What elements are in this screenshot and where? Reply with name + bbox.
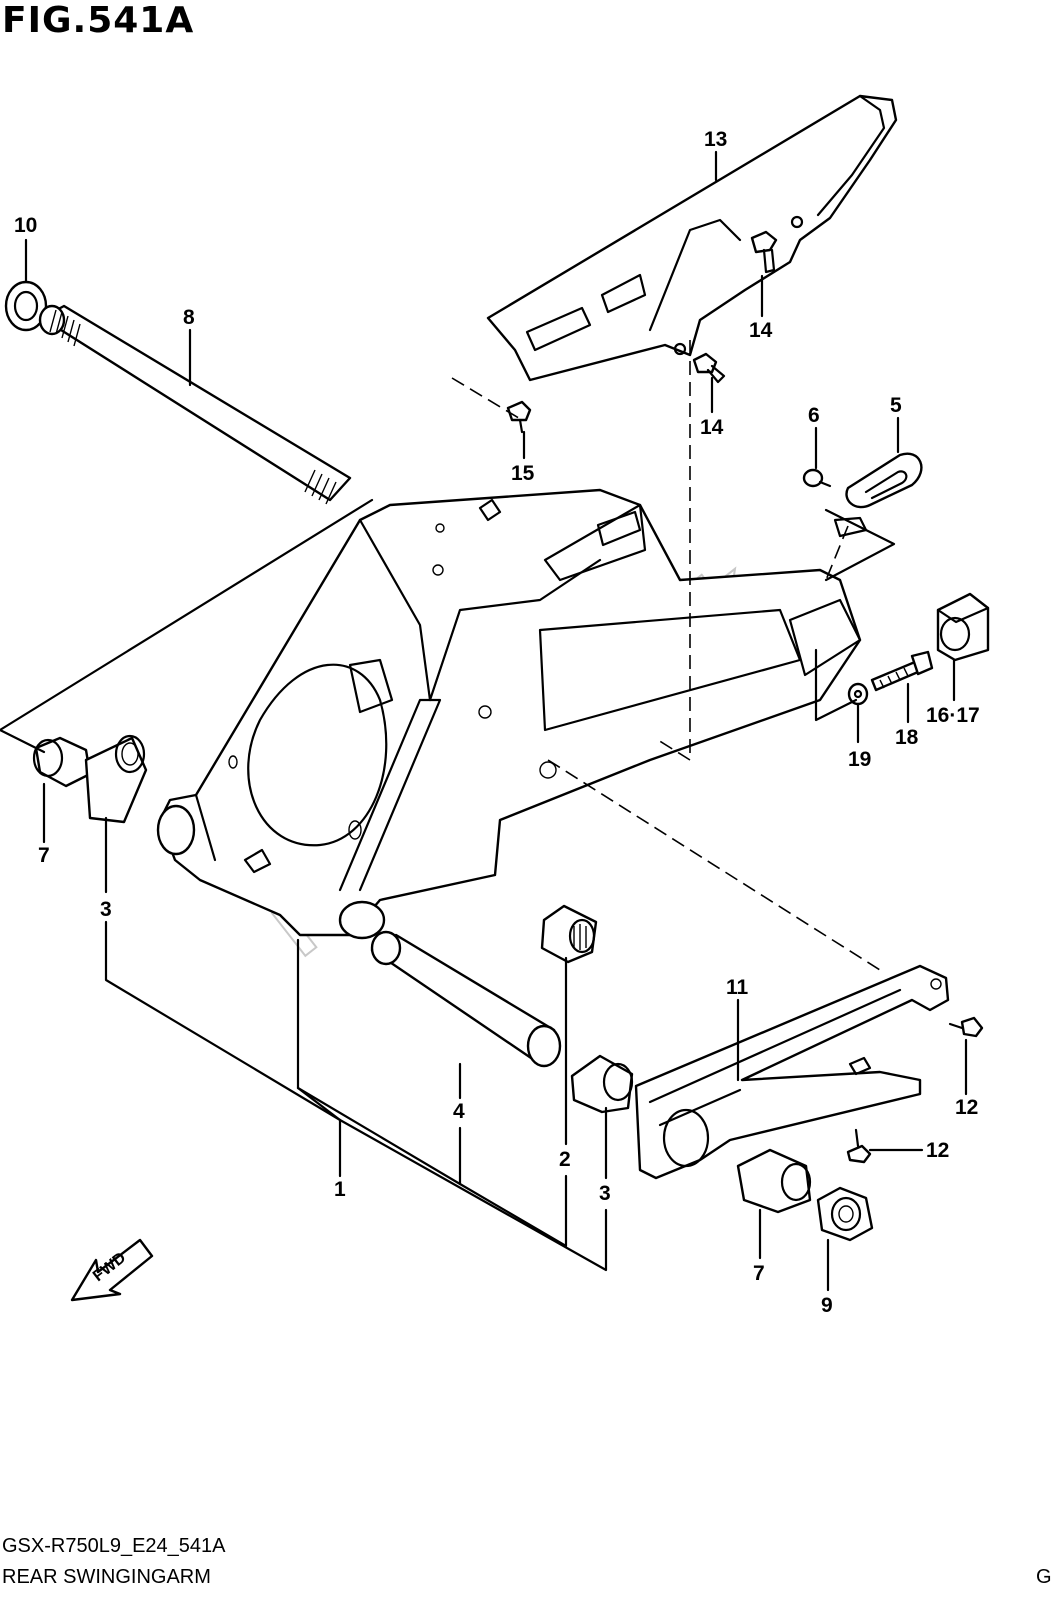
bolt-14-lower[interactable] <box>692 352 726 384</box>
model-code: GSX-R750L9_E24_541A <box>2 1535 226 1557</box>
callout-3-right: 3 <box>599 1182 611 1205</box>
callout-11: 11 <box>726 976 749 999</box>
callout-2: 2 <box>559 1148 571 1171</box>
bolt-12-upper[interactable] <box>948 1016 984 1038</box>
chain-buffer-11[interactable] <box>634 964 950 1180</box>
adjuster-block-16-17[interactable] <box>936 592 990 662</box>
callout-7-right: 7 <box>753 1262 765 1285</box>
spacer-4[interactable] <box>370 930 562 1068</box>
swingarm-body-part-1[interactable] <box>156 488 862 940</box>
collar-7-right[interactable] <box>736 1148 812 1214</box>
figure-name: REAR SWINGINGARM <box>2 1566 211 1588</box>
bearing-3-left[interactable] <box>84 734 148 824</box>
plate-5[interactable] <box>833 452 923 538</box>
forward-direction-arrow: FWD <box>70 1238 154 1302</box>
callout-12-lower: 12 <box>926 1139 949 1162</box>
nut-19[interactable] <box>847 682 869 706</box>
callout-14-lower: 14 <box>700 416 724 439</box>
dashed-alignment-lines <box>451 340 881 971</box>
clip-15[interactable] <box>506 400 532 434</box>
callout-4: 4 <box>453 1100 465 1123</box>
pivot-shaft-8[interactable] <box>38 304 352 505</box>
callout-12-upper: 12 <box>955 1096 978 1119</box>
callout-15: 15 <box>511 462 535 485</box>
callout-8: 8 <box>183 306 195 329</box>
callout-6: 6 <box>808 404 820 427</box>
callout-16-17: 16·17 <box>926 704 980 727</box>
collar-7-left[interactable] <box>32 736 92 788</box>
callout-7-left: 7 <box>38 844 50 867</box>
callout-1: 1 <box>334 1178 346 1201</box>
callout-13: 13 <box>704 128 727 151</box>
corner-mark: G <box>1036 1566 1052 1588</box>
nut-9[interactable] <box>816 1186 874 1242</box>
adjuster-bolt-18[interactable] <box>870 650 934 692</box>
callout-9: 9 <box>821 1294 833 1317</box>
callout-19: 19 <box>848 748 871 771</box>
callout-3-left: 3 <box>100 898 112 921</box>
callout-5: 5 <box>890 394 902 417</box>
leader-lines <box>0 150 968 1292</box>
bolt-14-upper[interactable] <box>750 230 778 274</box>
bolt-6[interactable] <box>802 468 832 488</box>
callout-labels: 13 10 8 14 14 15 6 5 16·17 18 19 7 3 11 … <box>14 128 980 1317</box>
callout-10: 10 <box>14 214 37 237</box>
chain-case-part[interactable] <box>486 94 898 382</box>
bearing-3-right[interactable] <box>570 1054 634 1114</box>
callout-14-upper: 14 <box>749 319 773 342</box>
needle-bearing-2[interactable] <box>540 904 598 964</box>
bolt-12-lower[interactable] <box>846 1128 872 1164</box>
callout-18: 18 <box>895 726 919 749</box>
figure-title: FIG.541A <box>2 0 195 41</box>
